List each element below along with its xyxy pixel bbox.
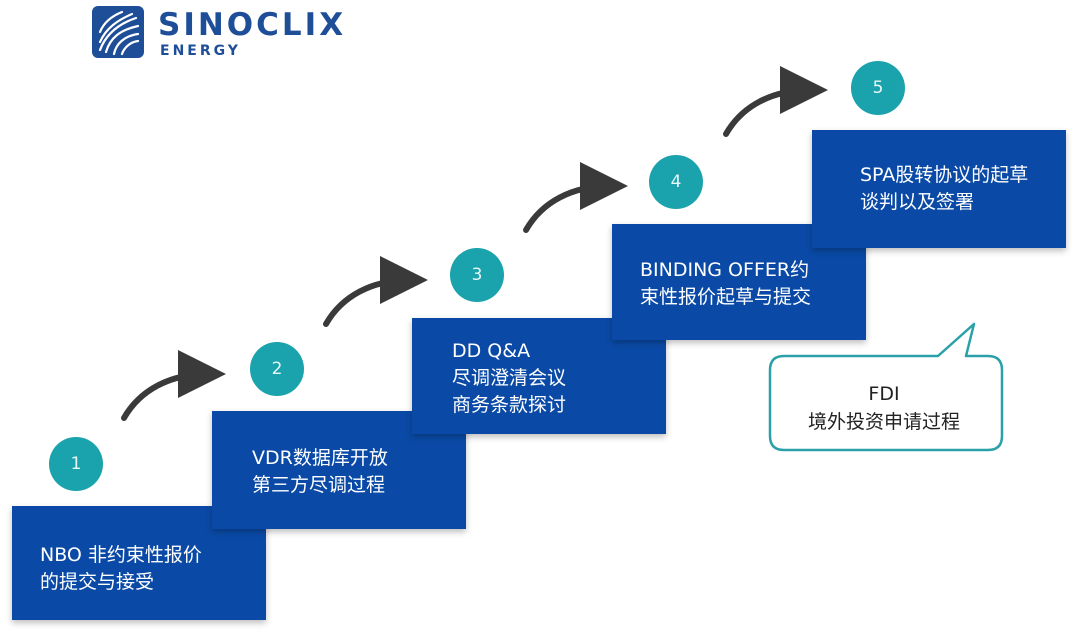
step-5-line-2: 谈判以及签署 bbox=[860, 191, 975, 213]
step-2-line-2: 第三方尽调过程 bbox=[252, 474, 386, 496]
step-3-line-2: 尽调澄清会议 bbox=[452, 367, 567, 389]
callout-text: FDI 境外投资申请过程 bbox=[768, 380, 1000, 436]
callout-line-1: FDI bbox=[868, 383, 900, 405]
step-number-4: 4 bbox=[649, 155, 703, 209]
arrow-1-to-2 bbox=[121, 350, 226, 421]
fingerprint-icon bbox=[92, 6, 144, 58]
step-1-line-2: 的提交与接受 bbox=[40, 571, 155, 593]
step-4-text: BINDING OFFER约 束性报价起草与提交 bbox=[640, 257, 811, 311]
step-5-box: SPA股转协议的起草 谈判以及签署 bbox=[812, 130, 1066, 248]
step-1-box: NBO 非约束性报价 的提交与接受 bbox=[12, 506, 266, 620]
step-number-5: 5 bbox=[851, 61, 905, 115]
step-4-line-2: 束性报价起草与提交 bbox=[640, 286, 812, 308]
logo-subtitle: ENERGY bbox=[160, 43, 241, 59]
step-5-text: SPA股转协议的起草 谈判以及签署 bbox=[860, 162, 1028, 216]
callout-line-2: 境外投资申请过程 bbox=[807, 411, 960, 433]
step-1-text: NBO 非约束性报价 的提交与接受 bbox=[40, 542, 202, 596]
step-3-line-1: DD Q&A bbox=[452, 340, 531, 362]
logo-name: SINOCLIX bbox=[158, 7, 347, 43]
step-4-line-1: BINDING OFFER约 bbox=[640, 259, 810, 281]
arrow-4-to-5 bbox=[723, 66, 828, 137]
step-4-box: BINDING OFFER约 束性报价起草与提交 bbox=[612, 224, 866, 340]
step-2-line-1: VDR数据库开放 bbox=[252, 447, 388, 469]
step-1-line-1: NBO 非约束性报价 bbox=[40, 544, 202, 566]
step-number-3: 3 bbox=[450, 248, 504, 302]
arrow-3-to-4 bbox=[523, 162, 628, 233]
step-5-line-1: SPA股转协议的起草 bbox=[860, 164, 1029, 186]
company-logo: SINOCLIX ENERGY bbox=[92, 6, 362, 62]
step-3-text: DD Q&A 尽调澄清会议 商务条款探讨 bbox=[452, 338, 566, 419]
arrow-2-to-3 bbox=[323, 256, 428, 327]
step-number-1: 1 bbox=[49, 437, 103, 491]
step-number-2: 2 bbox=[250, 342, 304, 396]
step-2-text: VDR数据库开放 第三方尽调过程 bbox=[252, 445, 388, 499]
callout-bubble bbox=[768, 322, 1004, 452]
step-3-line-3: 商务条款探讨 bbox=[452, 394, 567, 416]
